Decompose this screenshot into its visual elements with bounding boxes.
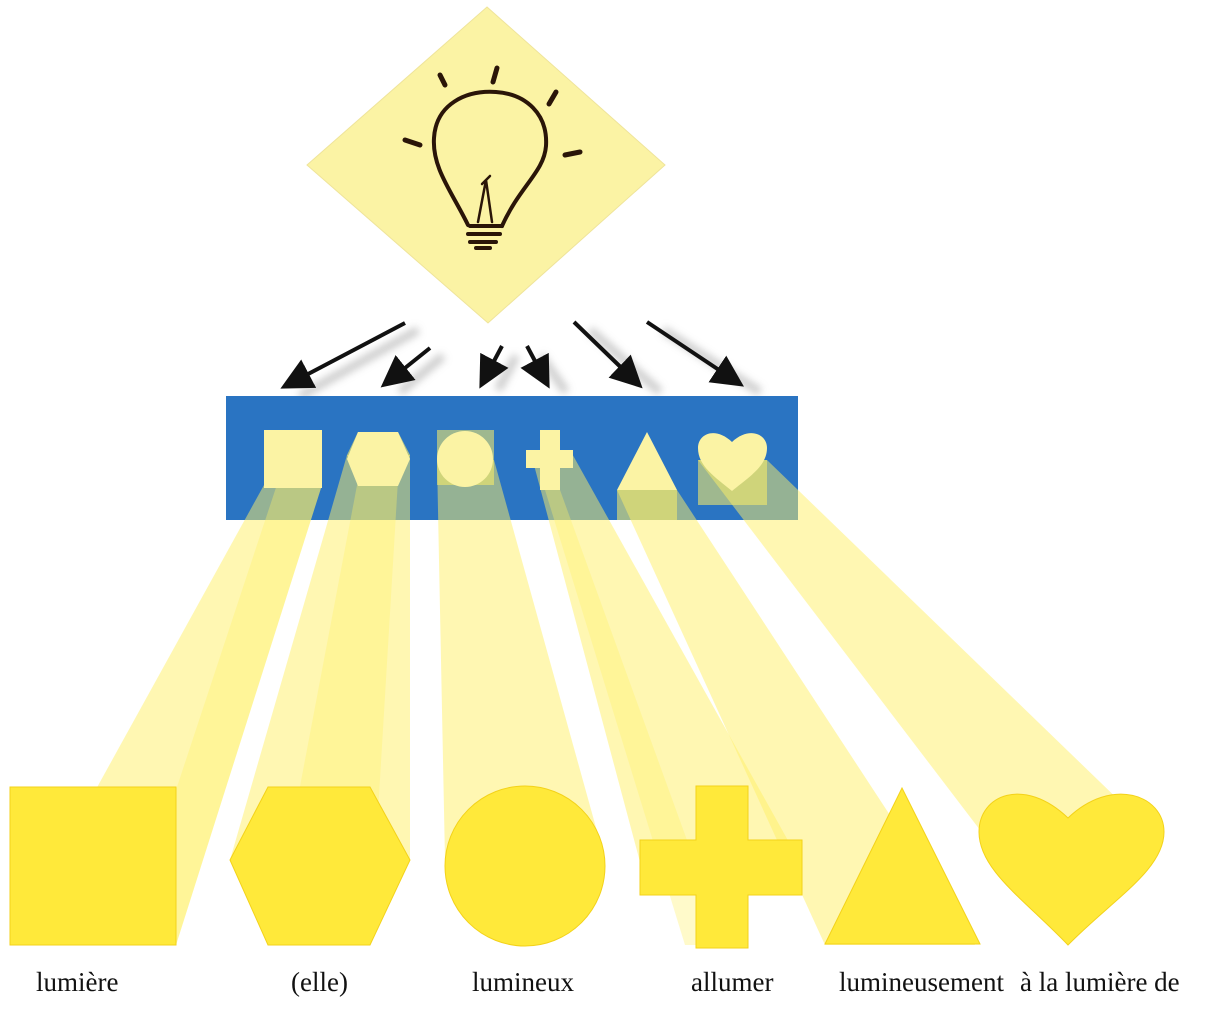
- circle-icon: [437, 431, 493, 487]
- hexagon-icon: [229, 786, 411, 946]
- square-icon: [9, 786, 177, 946]
- word-label-triangle: lumineusement: [839, 967, 1004, 997]
- plus-icon: [526, 430, 573, 490]
- triangle-icon: [617, 432, 677, 490]
- square-icon: [264, 430, 322, 488]
- beam-heart: [698, 460, 1160, 840]
- word-label-hexagon: (elle): [291, 967, 348, 997]
- heart-icon: [698, 433, 767, 491]
- word-label-heart: à la lumière de: [1020, 967, 1180, 997]
- small-shapes: [264, 430, 767, 491]
- arrow-4: [520, 345, 550, 389]
- big-shapes: [9, 785, 1165, 949]
- arrows: [280, 320, 744, 389]
- idea-note: [306, 6, 666, 324]
- beam-hexagon: [230, 455, 410, 860]
- arrow-6: [645, 320, 744, 387]
- plus-icon: [639, 785, 803, 949]
- word-label-square: lumière: [36, 967, 119, 997]
- triangle-icon: [824, 786, 981, 945]
- word-label-plus: allumer: [691, 967, 774, 997]
- hexagon-icon: [347, 432, 410, 486]
- circle-icon: [444, 785, 606, 947]
- word-label-circle: lumineux: [472, 967, 574, 997]
- arrow-5: [572, 320, 643, 389]
- lightbulb-icon: [402, 65, 583, 250]
- arrow-3: [479, 345, 509, 389]
- heart-icon: [978, 793, 1165, 946]
- beam-circle: [437, 460, 605, 860]
- arrow-1: [280, 321, 406, 389]
- beam-plus: [530, 450, 800, 862]
- arrow-2: [380, 346, 432, 388]
